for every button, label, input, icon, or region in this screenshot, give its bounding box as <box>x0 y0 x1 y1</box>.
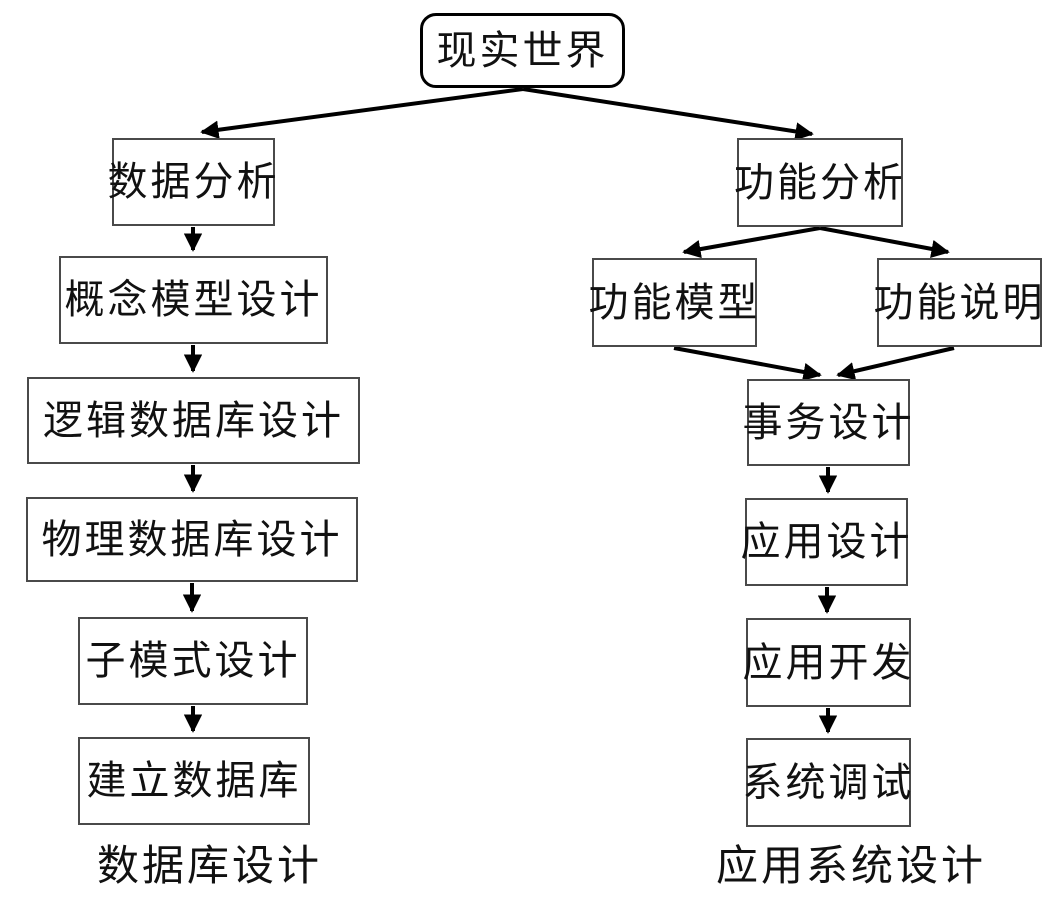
caption-database-design: 数据库设计 <box>97 841 323 890</box>
node-system-debugging: 系统调试 <box>743 738 912 827</box>
arrow-func-analysis-to-desc <box>819 226 950 258</box>
arrow-model-to-transaction <box>673 346 822 382</box>
node-transaction-design: 事务设计 <box>743 379 912 466</box>
node-real-world: 现实世界 <box>420 13 625 88</box>
node-application-design: 应用设计 <box>741 498 910 586</box>
arrow-desc-to-transaction <box>836 346 955 381</box>
node-concept-model-design: 概念模型设计 <box>59 256 328 344</box>
node-logical-database-design: 逻辑数据库设计 <box>27 377 360 464</box>
arrow-func-analysis-to-model <box>682 226 821 259</box>
node-build-database: 建立数据库 <box>78 737 310 825</box>
node-data-analysis: 数据分析 <box>108 138 277 226</box>
node-application-development: 应用开发 <box>743 618 912 707</box>
node-function-description: 功能说明 <box>874 258 1043 347</box>
caption-application-system-design: 应用系统设计 <box>716 841 987 890</box>
node-function-model: 功能模型 <box>589 258 758 347</box>
arrow-root-to-data-analysis <box>200 87 524 139</box>
node-subschema-design: 子模式设计 <box>78 617 308 705</box>
node-function-analysis: 功能分析 <box>734 138 903 227</box>
arrow-root-to-func-analysis <box>522 87 814 141</box>
node-physical-database-design: 物理数据库设计 <box>26 497 358 582</box>
